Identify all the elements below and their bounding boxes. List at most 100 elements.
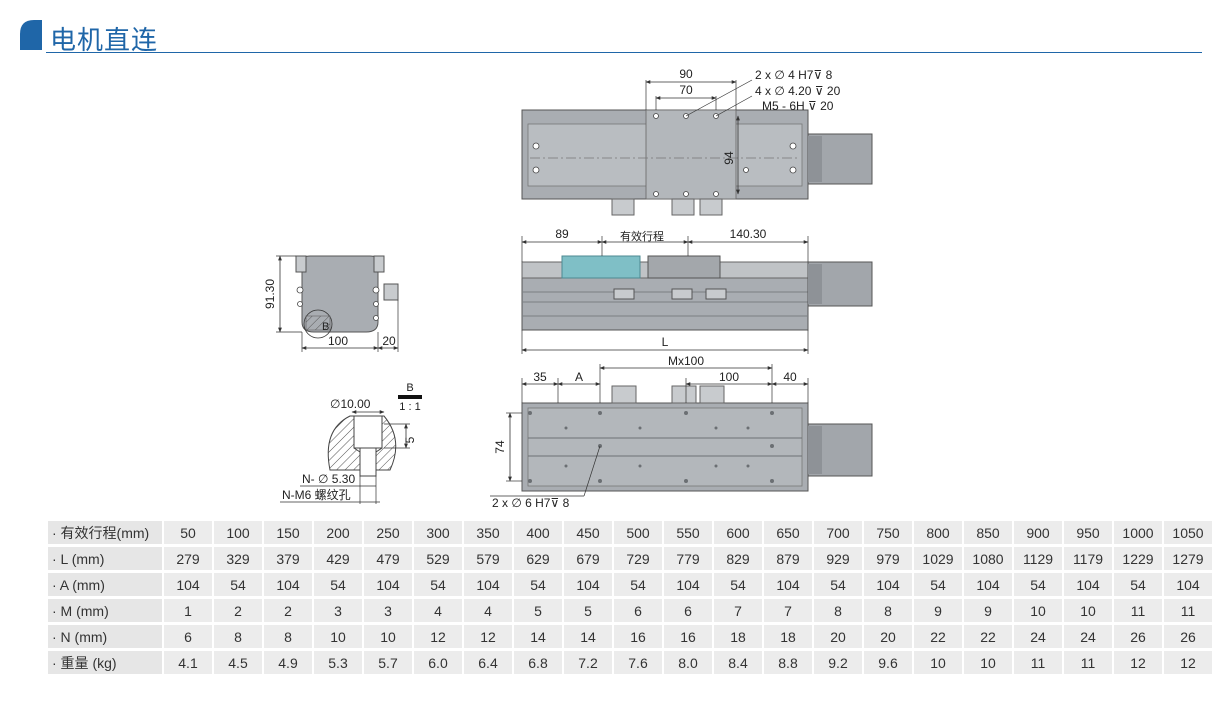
table-cell: 529 xyxy=(414,547,462,570)
detail-b-section xyxy=(327,415,361,471)
table-cell: 879 xyxy=(764,547,812,570)
table-cell: 6 xyxy=(164,625,212,648)
table-cell: 500 xyxy=(614,521,662,544)
table-cell: 800 xyxy=(914,521,962,544)
dim-Mx100: Mx100 xyxy=(668,354,704,368)
table-cell: 8.4 xyxy=(714,651,762,674)
table-cell: 10 xyxy=(1014,599,1062,622)
table-cell: 104 xyxy=(664,573,712,596)
bottom-view: Mx100 35 A 100 40 74 2 x ∅ 6 H7⊽ 8 xyxy=(490,354,873,510)
table-cell: 2 xyxy=(214,599,262,622)
detail-b-scale: 1 : 1 xyxy=(399,401,420,413)
note-bottom-holes: 2 x ∅ 6 H7⊽ 8 xyxy=(492,496,570,510)
table-cell: 50 xyxy=(164,521,212,544)
table-cell: 1279 xyxy=(1164,547,1212,570)
table-cell: 279 xyxy=(164,547,212,570)
table-cell: 8.8 xyxy=(764,651,812,674)
table-cell: 12 xyxy=(1114,651,1162,674)
table-cell: 26 xyxy=(1114,625,1162,648)
dim-100-bottom: 100 xyxy=(719,370,739,384)
table-cell: 6.0 xyxy=(414,651,462,674)
table-cell: 104 xyxy=(864,573,912,596)
table-cell: 1229 xyxy=(1114,547,1162,570)
table-cell: 700 xyxy=(814,521,862,544)
table-cell: 54 xyxy=(214,573,262,596)
note-tap-holes: 4 x ∅ 4.20 ⊽ 20 xyxy=(755,84,841,98)
table-cell: 629 xyxy=(514,547,562,570)
table-cell: 2 xyxy=(264,599,312,622)
row-label: · N (mm) xyxy=(48,625,162,648)
table-cell: 1129 xyxy=(1014,547,1062,570)
dim-91-30: 91.30 xyxy=(263,279,277,309)
table-cell: 11 xyxy=(1014,651,1062,674)
table-cell: 6 xyxy=(664,599,712,622)
table-cell: 22 xyxy=(914,625,962,648)
table-cell: 350 xyxy=(464,521,512,544)
table-cell: 54 xyxy=(314,573,362,596)
dim-70: 70 xyxy=(679,83,693,97)
dim-35: 35 xyxy=(533,370,547,384)
table-cell: 200 xyxy=(314,521,362,544)
section-tab-icon xyxy=(20,20,42,50)
dim-89: 89 xyxy=(555,227,569,241)
table-cell: 9 xyxy=(914,599,962,622)
table-cell: 10 xyxy=(914,651,962,674)
table-cell: 54 xyxy=(1114,573,1162,596)
table-cell: 579 xyxy=(464,547,512,570)
row-label: · M (mm) xyxy=(48,599,162,622)
table-cell: 11 xyxy=(1064,651,1112,674)
table-cell: 5 xyxy=(564,599,612,622)
table-cell: 22 xyxy=(964,625,1012,648)
table-cell: 10 xyxy=(364,625,412,648)
top-view: 90 70 94 2 x ∅ 4 H7⊽ 8 4 x ∅ 4.20 ⊽ 20 M… xyxy=(521,67,873,216)
section-header: 电机直连 xyxy=(20,16,1202,56)
detail-b-marker: B xyxy=(322,321,329,333)
table-cell: 6.4 xyxy=(464,651,512,674)
page-title: 电机直连 xyxy=(50,26,159,56)
table-cell: 104 xyxy=(164,573,212,596)
table-cell: 104 xyxy=(1064,573,1112,596)
table-cell: 54 xyxy=(914,573,962,596)
table-cell: 6 xyxy=(614,599,662,622)
table-cell: 1050 xyxy=(1164,521,1212,544)
table-cell: 104 xyxy=(964,573,1012,596)
table-cell: 54 xyxy=(1014,573,1062,596)
table-cell: 11 xyxy=(1114,599,1162,622)
table-cell: 20 xyxy=(814,625,862,648)
table-cell: 9.6 xyxy=(864,651,912,674)
row-label: · L (mm) xyxy=(48,547,162,570)
table-cell: 16 xyxy=(614,625,662,648)
table-cell: 3 xyxy=(364,599,412,622)
row-label: · A (mm) xyxy=(48,573,162,596)
table-cell: 979 xyxy=(864,547,912,570)
table-cell: 329 xyxy=(214,547,262,570)
dim-A: A xyxy=(575,370,583,384)
table-cell: 1 xyxy=(164,599,212,622)
table-cell: 104 xyxy=(564,573,612,596)
side-view: 89 有效行程 140.30 L xyxy=(521,227,873,354)
table-cell: 3 xyxy=(314,599,362,622)
dim-40: 40 xyxy=(783,370,797,384)
table-cell: 14 xyxy=(564,625,612,648)
table-cell: 729 xyxy=(614,547,662,570)
dim-d10: ∅10.00 xyxy=(330,397,371,411)
table-cell: 250 xyxy=(364,521,412,544)
table-cell: 8 xyxy=(864,599,912,622)
table-cell: 4.5 xyxy=(214,651,262,674)
table-cell: 7 xyxy=(714,599,762,622)
detail-b: B 1 : 1 ∅10.00 5 N- ∅ 5.30 N-M6 螺纹孔 xyxy=(280,382,422,504)
table-cell: 429 xyxy=(314,547,362,570)
table-cell: 104 xyxy=(1164,573,1212,596)
table-cell: 9.2 xyxy=(814,651,862,674)
table-cell: 6.8 xyxy=(514,651,562,674)
table-cell: 1179 xyxy=(1064,547,1112,570)
table-cell: 54 xyxy=(614,573,662,596)
table-cell: 14 xyxy=(514,625,562,648)
table-cell: 4 xyxy=(414,599,462,622)
title-rule xyxy=(46,52,1202,53)
